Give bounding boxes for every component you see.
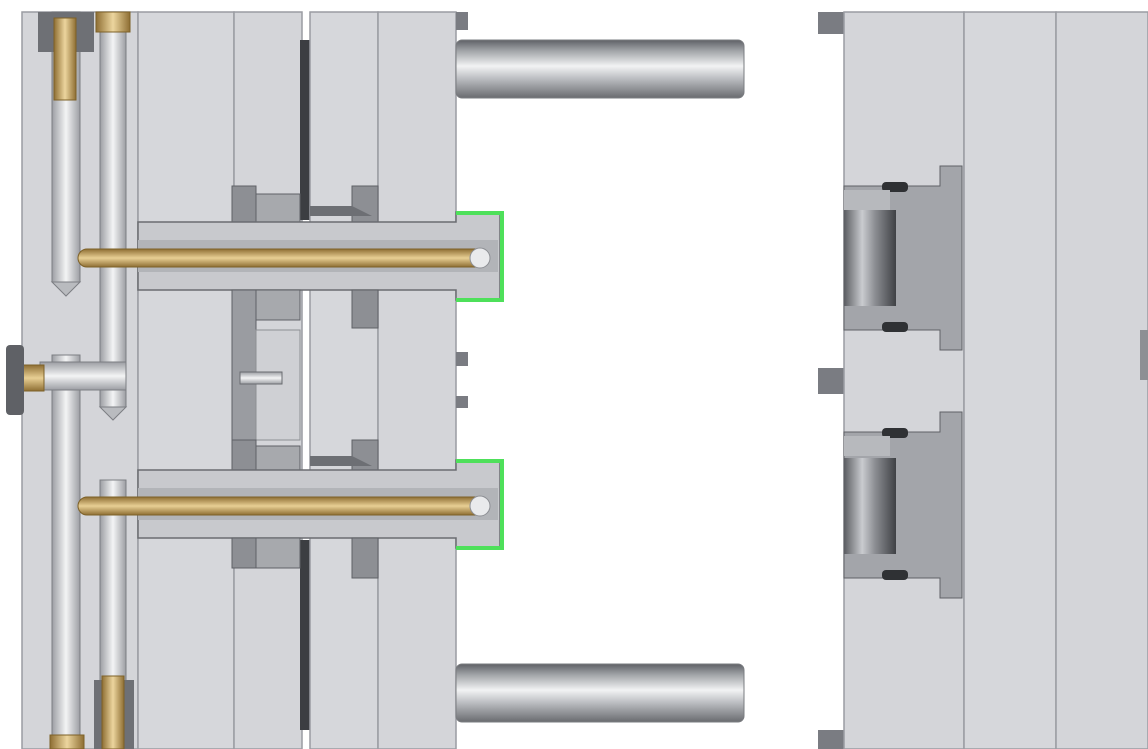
cooling-channel-v3 <box>51 354 81 749</box>
stripper-plate <box>309 11 379 749</box>
tab-top <box>456 12 468 30</box>
ejector-block <box>255 329 301 441</box>
insert-foot-upper-c <box>351 289 379 329</box>
tab-mid-1 <box>456 352 468 366</box>
cavity-tab-bottom <box>818 730 844 749</box>
cavity-half <box>818 11 1148 749</box>
brass-plug-bottom <box>101 675 125 749</box>
stripper-ring-lower <box>310 456 372 466</box>
tab-mid-2 <box>456 396 468 408</box>
drill-tip-1 <box>50 281 82 297</box>
oring-upper-2 <box>882 322 908 332</box>
clamp-plate-fixed <box>1055 11 1148 749</box>
cavity-tab-mid <box>818 368 844 394</box>
insert-foot-lower-b <box>255 537 301 569</box>
guide-pin-lower <box>455 663 745 723</box>
bubbler-tip-upper <box>469 247 491 269</box>
cavity-plate <box>843 11 965 749</box>
stripper-ring-upper <box>310 206 372 216</box>
drill-tip-2 <box>98 406 128 421</box>
bubbler-tip-lower <box>469 495 491 517</box>
oring-upper-1 <box>882 182 908 192</box>
brass-plug-top-2 <box>95 11 131 33</box>
molded-part-lower <box>456 459 504 550</box>
bubbler-lower <box>77 496 487 516</box>
oring-lower-2 <box>882 570 908 580</box>
hot-runner-plate <box>963 11 1057 749</box>
core-insert-upper <box>77 185 504 329</box>
cavity-upper <box>844 210 896 306</box>
fitting-mid <box>6 345 24 415</box>
insert-flange-upper-b <box>255 193 301 227</box>
cavity-lip-upper <box>844 190 890 210</box>
sprue-edge <box>1140 330 1148 380</box>
core-plate <box>377 11 457 749</box>
oring-lower-1 <box>882 428 908 438</box>
brass-plug-top <box>53 17 77 101</box>
ejector-pin <box>239 371 283 385</box>
insert-foot-upper-b <box>255 289 301 321</box>
cavity-lip-lower <box>844 436 890 456</box>
slot-upper <box>300 40 310 220</box>
core-insert-lower <box>77 439 504 579</box>
core-half <box>6 11 745 749</box>
cooling-channel-v2 <box>99 11 127 408</box>
cavity-tab-top <box>818 12 844 34</box>
slot-lower <box>300 540 310 730</box>
brass-plug-bottom-2 <box>49 734 85 749</box>
insert-foot-lower-c <box>351 537 379 579</box>
insert-flange-upper-a <box>231 185 257 227</box>
support-plate <box>137 11 235 749</box>
insert-foot-lower-a <box>231 537 257 569</box>
cooling-channel-cross <box>39 361 127 391</box>
guide-pin-upper <box>455 39 745 99</box>
insert-flange-upper-c <box>351 185 379 227</box>
bubbler-upper <box>77 248 487 268</box>
molded-part-upper <box>456 211 504 302</box>
cavity-lower <box>844 458 896 554</box>
